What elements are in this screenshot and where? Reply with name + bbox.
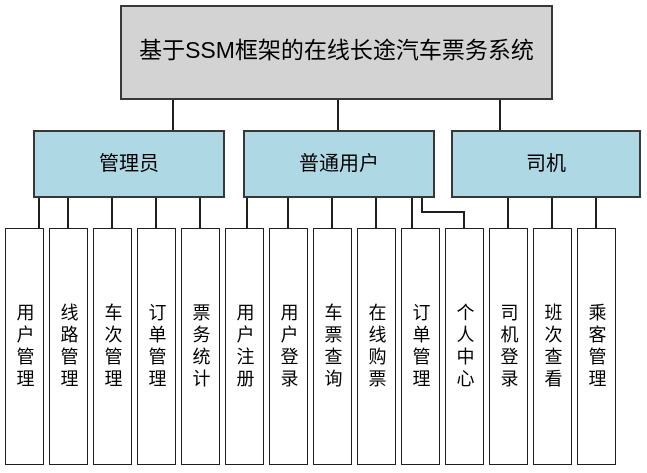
leaf-label: 用户管理 [14,302,35,391]
leaf-label: 班次查看 [542,302,563,391]
leaf-schedule-view: 班次查看 [533,228,572,465]
leaf-trip-management: 车次管理 [93,228,132,465]
connector-root-regular-user [337,99,339,132]
leaf-order-management: 订单管理 [137,228,176,465]
connector-admin-order-management [155,197,157,230]
leaf-passenger-management: 乘客管理 [577,228,616,465]
leaf-online-ticket-purchase: 在线购票 [357,228,396,465]
group-box-regular-user: 普通用户 [243,130,435,198]
leaf-label: 在线购票 [366,302,387,391]
connector-user-order-management [411,197,413,230]
connector-root-admin [172,99,174,132]
connector-user-login [287,197,289,230]
connector-root-driver [499,99,501,132]
connector-user-personal-center-drop [421,197,423,213]
connector-user-personal-center-across [421,211,465,213]
group-label-admin: 管理员 [99,152,159,175]
leaf-label: 个人中心 [454,302,475,391]
connector-user-online-purchase [375,197,377,230]
leaf-user-order-management: 订单管理 [401,228,440,465]
leaf-ticket-statistics: 票务统计 [181,228,220,465]
connector-driver-passenger-management [595,197,597,230]
group-box-admin: 管理员 [33,130,225,198]
leaf-label: 车票查询 [322,302,343,391]
leaf-driver-login: 司机登录 [489,228,528,465]
leaf-user-register: 用户注册 [225,228,264,465]
leaf-personal-center: 个人中心 [445,228,484,465]
connector-admin-route-management [67,197,69,230]
connector-admin-user-management [38,197,40,230]
connector-driver-schedule-view [551,197,553,230]
leaf-label: 车次管理 [102,302,123,391]
leaf-label: 票务统计 [190,302,211,391]
group-label-driver: 司机 [526,152,566,175]
connector-driver-login [507,197,509,230]
connector-user-personal-center-down [463,211,465,230]
leaf-label: 用户注册 [234,302,255,391]
leaf-user-login: 用户登录 [269,228,308,465]
leaf-ticket-query: 车票查询 [313,228,352,465]
group-label-regular-user: 普通用户 [299,152,379,175]
leaf-label: 乘客管理 [586,302,607,391]
group-box-driver: 司机 [451,130,641,198]
connector-admin-ticket-statistics [199,197,201,230]
leaf-user-management: 用户管理 [5,228,44,465]
system-title: 基于SSM框架的在线长途汽车票务系统 [139,36,534,63]
system-title-box: 基于SSM框架的在线长途汽车票务系统 [120,5,553,100]
connector-user-ticket-query [331,197,333,230]
leaf-label: 订单管理 [410,302,431,391]
connector-user-register [246,197,248,230]
leaf-label: 司机登录 [498,302,519,391]
leaf-route-management: 线路管理 [49,228,88,465]
leaf-label: 线路管理 [58,302,79,391]
leaf-label: 用户登录 [278,302,299,391]
connector-admin-trip-management [111,197,113,230]
leaf-label: 订单管理 [146,302,167,391]
